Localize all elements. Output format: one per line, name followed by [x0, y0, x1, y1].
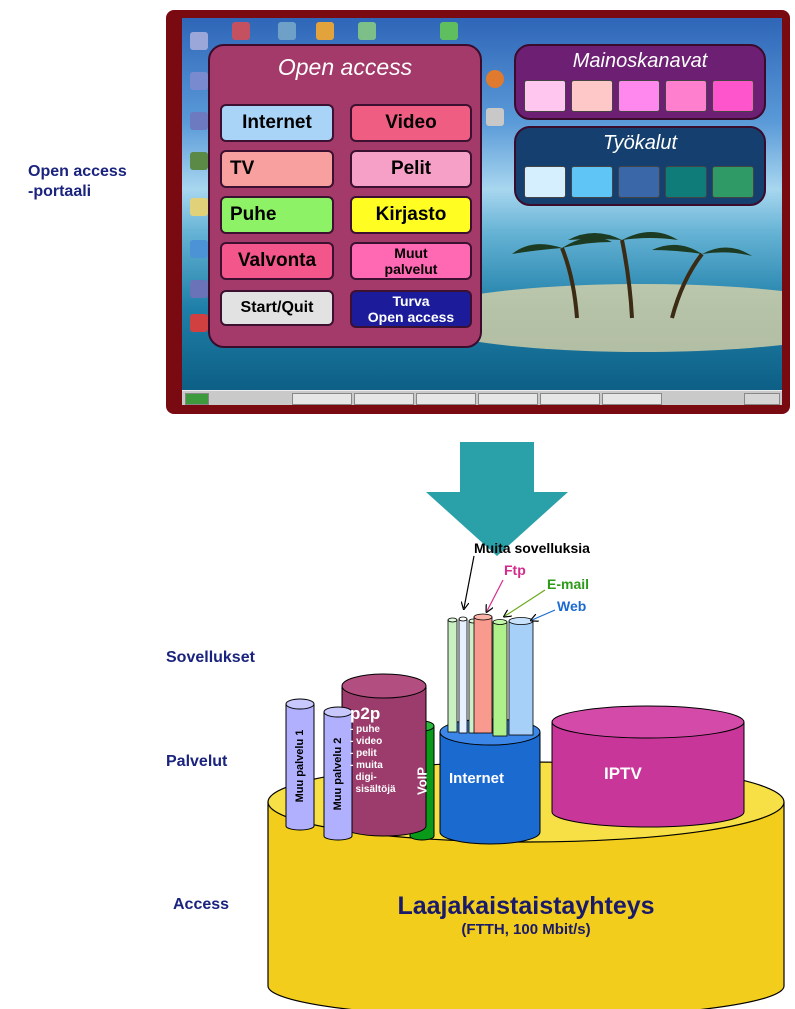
ads-panel: Mainoskanavat: [514, 44, 766, 120]
desktop-icon[interactable]: [232, 22, 250, 40]
portal-side-label-line1: Open access: [28, 163, 127, 180]
app-tube-muita-2: [458, 616, 468, 734]
app-tube-muita-1: [447, 617, 458, 733]
desktop-icon[interactable]: [190, 32, 208, 50]
desktop-icon[interactable]: [358, 22, 376, 40]
desktop-icon[interactable]: [278, 22, 296, 40]
system-tray[interactable]: [744, 393, 780, 405]
swatch-button[interactable]: [524, 80, 566, 112]
access-text: Laajakaistaistayhteys (FTTH, 100 Mbit/s): [268, 892, 784, 940]
video-button[interactable]: Video: [350, 104, 472, 142]
web-label: Web: [557, 598, 587, 614]
portal-title: Open access: [277, 54, 413, 80]
swatch-button[interactable]: [571, 80, 613, 112]
p2p-cylinder: [341, 673, 427, 837]
muita-sovelluksia-label: Muita sovelluksia: [474, 540, 590, 556]
desktop-icon[interactable]: [316, 22, 334, 40]
arrow-ftp: [487, 579, 504, 611]
taskbar-item[interactable]: [478, 393, 538, 405]
arrow-muita: [464, 555, 475, 608]
swatch-button[interactable]: [571, 166, 613, 198]
desktop-icon[interactable]: [486, 108, 504, 126]
app-tube-ftp: [473, 613, 493, 734]
down-arrow: [426, 442, 568, 556]
ftp-label: Ftp: [504, 562, 526, 578]
access-title: Laajakaistaistayhteys: [397, 892, 655, 920]
desktop-icon[interactable]: [486, 70, 504, 88]
desktop-icon[interactable]: [190, 152, 208, 170]
pelit-button[interactable]: Pelit: [350, 150, 472, 188]
p2p-item: - pelit: [350, 748, 377, 759]
desktop-icon[interactable]: [190, 72, 208, 90]
muut-palvelut-line2: palvelut: [384, 261, 438, 277]
access-label: Access: [173, 896, 230, 913]
kirjasto-button[interactable]: Kirjasto: [350, 196, 472, 234]
portal-side-label: Open access -portaali: [28, 162, 127, 202]
p2p-items: - puhe- video- pelit- muita digi- sisält…: [350, 724, 396, 796]
muu-palvelu-1-cylinder: [285, 698, 315, 831]
swatch-button[interactable]: [618, 166, 660, 198]
turva-open-access-button[interactable]: Turva Open access: [350, 290, 472, 328]
desktop-icon[interactable]: [190, 112, 208, 130]
internet-button[interactable]: Internet: [220, 104, 334, 142]
muut-palvelut-line1: Muut: [394, 245, 428, 261]
tools-panel: Työkalut: [514, 126, 766, 206]
internet-label: Internet: [449, 770, 505, 787]
arrow-web: [532, 609, 556, 620]
swatch-button[interactable]: [665, 166, 707, 198]
swatch-button[interactable]: [618, 80, 660, 112]
p2p-item: sisältöjä: [350, 784, 396, 795]
tv-button[interactable]: TV: [220, 150, 334, 188]
email-label: E-mail: [547, 576, 590, 592]
p2p-item: digi-: [350, 772, 377, 783]
open-access-portal: Open access Internet Video TV Pelit Puhe…: [208, 44, 482, 348]
muu-palvelu-1-label: Muu palvelu 1: [294, 729, 306, 803]
muut-palvelut-button[interactable]: Muut palvelut: [350, 242, 472, 280]
start-button[interactable]: [185, 393, 209, 405]
valvonta-button[interactable]: Valvonta: [220, 242, 334, 280]
desktop-icon[interactable]: [190, 314, 208, 332]
access-subtitle: (FTTH, 100 Mbit/s): [461, 921, 591, 938]
iptv-cylinder: [551, 705, 745, 828]
p2p-item: - muita: [350, 760, 383, 771]
app-tube-web: [508, 617, 534, 736]
arrow-email: [505, 589, 546, 616]
turva-line2: Open access: [367, 309, 455, 325]
services-label: Palvelut: [166, 753, 228, 770]
p2p-item: - video: [350, 736, 383, 747]
desktop-icon[interactable]: [190, 240, 208, 258]
taskbar-item[interactable]: [354, 393, 414, 405]
beach-scene: [412, 232, 782, 352]
swatch-button[interactable]: [665, 80, 707, 112]
puhe-button[interactable]: Puhe: [220, 196, 334, 234]
swatch-button[interactable]: [712, 166, 754, 198]
p2p-text: p2p - puhe- video- pelit- muita digi- si…: [350, 704, 396, 796]
apps-label: Sovellukset: [166, 649, 255, 666]
turva-line1: Turva: [392, 293, 430, 309]
desktop-icon[interactable]: [440, 22, 458, 40]
voip-label: VoIP: [414, 767, 430, 795]
muu-palvelu-2-label: Muu palvelu 2: [332, 737, 344, 811]
taskbar-item[interactable]: [292, 393, 352, 405]
taskbar-item[interactable]: [416, 393, 476, 405]
p2p-title: p2p: [350, 704, 381, 723]
taskbar-item[interactable]: [540, 393, 600, 405]
ads-title: Mainoskanavat: [572, 50, 708, 72]
taskbar-item[interactable]: [602, 393, 662, 405]
taskbar: [182, 390, 782, 405]
p2p-item: - puhe: [350, 724, 380, 735]
portal-side-label-line2: -portaali: [28, 183, 92, 200]
iptv-label: IPTV: [604, 764, 642, 783]
app-tube-email: [492, 619, 508, 737]
muu-palvelu-2-cylinder: [323, 706, 353, 841]
tools-title: Työkalut: [602, 132, 678, 154]
start-quit-button[interactable]: Start/Quit: [220, 290, 334, 326]
desktop-icon[interactable]: [190, 198, 208, 216]
swatch-button[interactable]: [712, 80, 754, 112]
swatch-button[interactable]: [524, 166, 566, 198]
desktop-icon[interactable]: [190, 280, 208, 298]
portal-screenshot: Open access Internet Video TV Pelit Puhe…: [166, 10, 790, 414]
